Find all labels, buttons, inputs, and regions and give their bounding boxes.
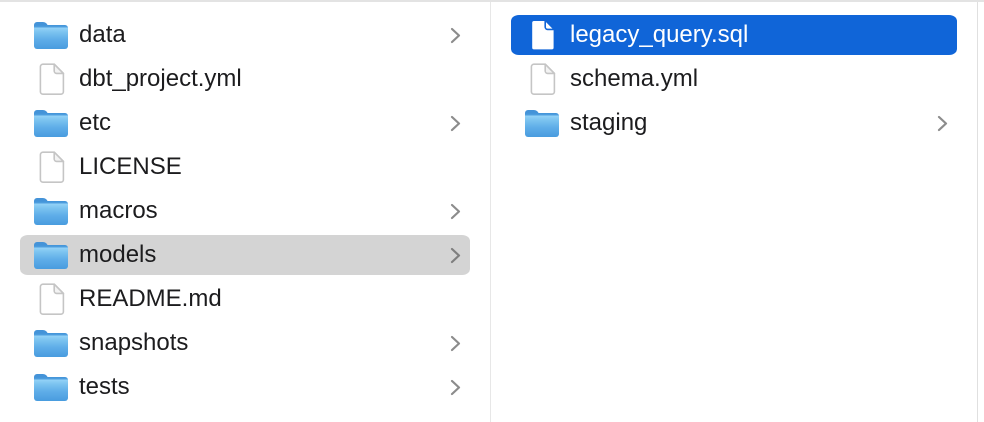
folder-row-tests[interactable]: tests xyxy=(20,365,470,409)
folder-row-snapshots[interactable]: snapshots xyxy=(20,321,470,365)
chevron-right-icon xyxy=(937,115,948,132)
folder-row-etc[interactable]: etc xyxy=(20,101,470,145)
file-name-label: macros xyxy=(79,197,158,224)
chevron-right-icon xyxy=(450,379,461,396)
folder-icon xyxy=(34,197,68,225)
document-icon xyxy=(530,63,555,95)
chevron-right-icon xyxy=(450,115,461,132)
folder-row-models[interactable]: models xyxy=(20,233,470,277)
file-name-label: README.md xyxy=(79,285,222,312)
chevron-right-icon xyxy=(450,247,461,264)
file-row-dbt_project.yml[interactable]: dbt_project.yml xyxy=(20,57,470,101)
folder-icon xyxy=(34,373,68,401)
chevron-right-icon xyxy=(450,335,461,352)
folder-row-staging[interactable]: staging xyxy=(511,101,957,145)
row-icon-slot xyxy=(34,19,68,51)
row-icon-slot xyxy=(34,327,68,359)
document-icon xyxy=(39,63,64,95)
row-icon-slot xyxy=(525,107,559,139)
folder-icon xyxy=(34,109,68,137)
row-icon-slot xyxy=(34,195,68,227)
row-icon-slot xyxy=(34,371,68,403)
file-name-label: schema.yml xyxy=(570,65,699,92)
row-icon-slot xyxy=(34,151,68,183)
row-icon-slot xyxy=(525,63,559,95)
folder-icon xyxy=(34,241,68,269)
file-name-label: snapshots xyxy=(79,329,189,356)
file-name-label: etc xyxy=(79,109,112,136)
file-name-label: LICENSE xyxy=(79,153,182,180)
row-icon-slot xyxy=(34,283,68,315)
finder-column-empty xyxy=(978,2,984,422)
file-name-label: legacy_query.sql xyxy=(570,21,749,48)
folder-icon xyxy=(525,109,559,137)
file-name-label: models xyxy=(79,241,157,268)
row-icon-slot xyxy=(34,63,68,95)
file-row-legacy_query.sql[interactable]: legacy_query.sql xyxy=(511,13,957,57)
document-icon xyxy=(530,19,555,51)
file-name-label: data xyxy=(79,21,126,48)
finder-column-2: legacy_query.sql schema.yml xyxy=(491,2,978,422)
folder-row-macros[interactable]: macros xyxy=(20,189,470,233)
row-icon-slot xyxy=(525,19,559,51)
document-icon xyxy=(39,283,64,315)
folder-icon xyxy=(34,21,68,49)
folder-row-data[interactable]: data xyxy=(20,13,470,57)
row-icon-slot xyxy=(34,107,68,139)
file-name-label: dbt_project.yml xyxy=(79,65,242,92)
document-icon xyxy=(39,151,64,183)
chevron-right-icon xyxy=(450,203,461,220)
finder-column-1: data dbt_project.yml e xyxy=(0,2,491,422)
file-row-schema.yml[interactable]: schema.yml xyxy=(511,57,957,101)
file-row-README.md[interactable]: README.md xyxy=(20,277,470,321)
file-name-label: tests xyxy=(79,373,130,400)
file-name-label: staging xyxy=(570,109,648,136)
file-row-LICENSE[interactable]: LICENSE xyxy=(20,145,470,189)
row-icon-slot xyxy=(34,239,68,271)
chevron-right-icon xyxy=(450,27,461,44)
folder-icon xyxy=(34,329,68,357)
